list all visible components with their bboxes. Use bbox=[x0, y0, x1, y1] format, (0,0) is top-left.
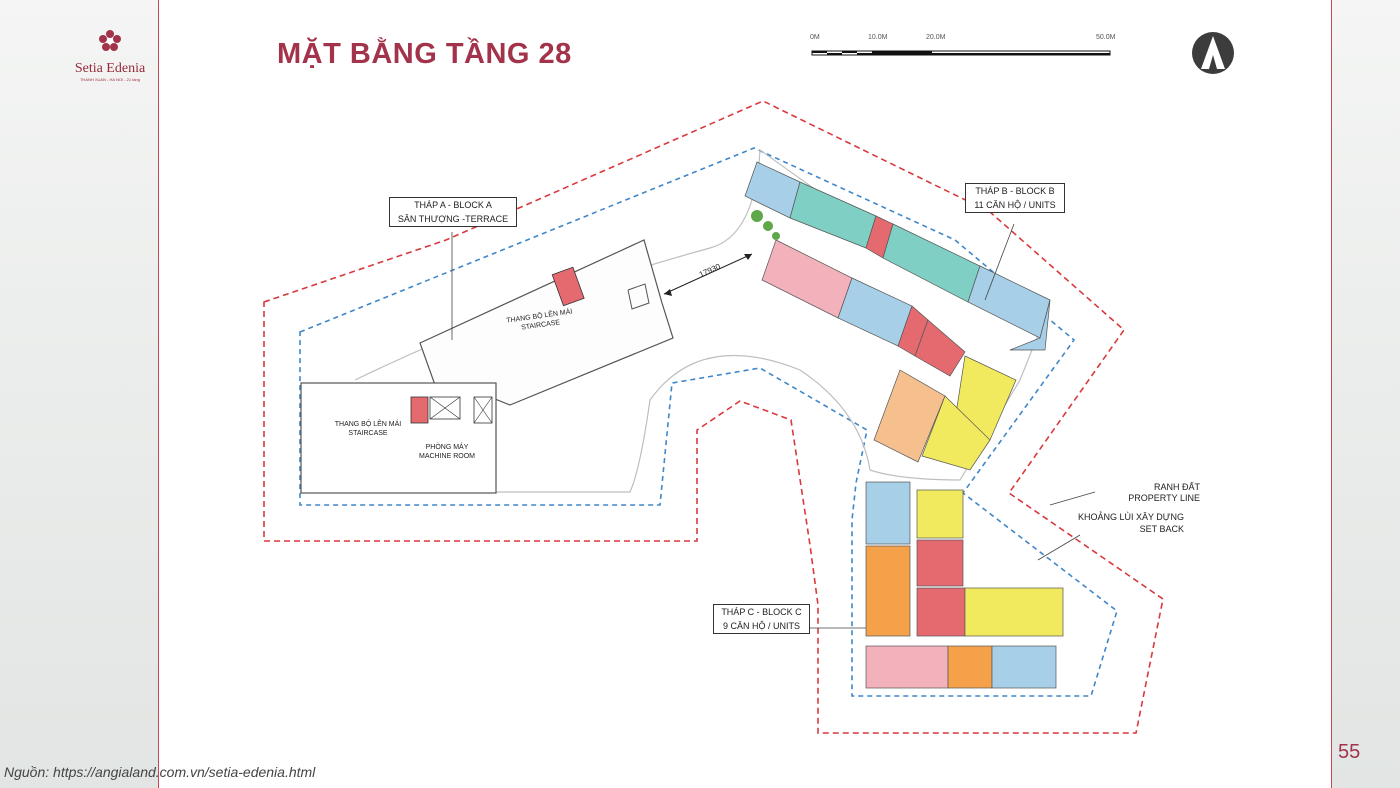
flower-icon bbox=[99, 30, 121, 51]
block-b-label: THÁP B - BLOCK B 11 CĂN HỘ / UNITS bbox=[965, 183, 1065, 213]
setback-en: SET BACK bbox=[1139, 524, 1184, 534]
setback-vi: KHOẢNG LÙI XÂY DỰNG bbox=[1077, 512, 1184, 522]
staircase-core bbox=[551, 266, 585, 307]
property-line-vi: RANH ĐẤT bbox=[1153, 482, 1200, 492]
staircase-core bbox=[410, 396, 429, 424]
dimension-line bbox=[663, 253, 753, 295]
block-b-label-line2: 11 CĂN HỘ / UNITS bbox=[974, 200, 1056, 210]
setback-label: KHOẢNG LÙI XÂY DỰNG SET BACK bbox=[1056, 510, 1184, 536]
staircase-left-en: STAIRCASE bbox=[348, 430, 388, 437]
left-border-line bbox=[158, 0, 159, 788]
block-c-label-line2: 9 CĂN HỘ / UNITS bbox=[722, 621, 800, 631]
block-a-label-line2: SÂN THƯỢNG -TERRACE bbox=[397, 214, 509, 224]
leader-line bbox=[1049, 491, 1096, 506]
block-a-lower bbox=[300, 382, 497, 494]
right-background-panel bbox=[1332, 0, 1400, 788]
right-border-line bbox=[1331, 0, 1332, 788]
logo-tagline: THANH XUAN - HA NOI - 21 tầng bbox=[79, 77, 140, 82]
property-line-boundary bbox=[263, 100, 1164, 734]
property-line-en: PROPERTY LINE bbox=[1128, 493, 1200, 503]
scale-label: 50.0M bbox=[1096, 34, 1116, 41]
logo-name: Setia Edenia bbox=[74, 61, 146, 76]
north-arrow-icon bbox=[1192, 32, 1234, 74]
left-background-panel bbox=[0, 0, 158, 788]
staircase-left-label: THANG BỘ LÊN MÁI STAIRCASE bbox=[326, 420, 410, 438]
leader-line bbox=[1037, 534, 1081, 561]
property-line-label: RANH ĐẤT PROPERTY LINE bbox=[1090, 480, 1200, 505]
block-a-label-line1: THÁP A - BLOCK A bbox=[414, 200, 492, 210]
block-a-label: THÁP A - BLOCK A SÂN THƯỢNG -TERRACE bbox=[389, 197, 517, 227]
machine-room-label: PHÒNG MÁY MACHINE ROOM bbox=[412, 443, 482, 461]
block-c-label: THÁP C - BLOCK C 9 CĂN HỘ / UNITS bbox=[713, 604, 810, 634]
brand-logo: Setia Edenia THANH XUAN - HA NOI - 21 tầ… bbox=[70, 28, 150, 82]
scale-bar-graphic bbox=[811, 50, 1111, 56]
machine-room-en: MACHINE ROOM bbox=[419, 453, 475, 460]
leader-line bbox=[984, 223, 1015, 301]
greenery bbox=[751, 210, 780, 240]
machine-room-vi: PHÒNG MÁY bbox=[425, 444, 469, 451]
page-title: MẶT BẰNG TẦNG 28 bbox=[277, 38, 572, 70]
scale-label: 20.0M bbox=[926, 34, 946, 41]
source-caption: Nguồn: https://angialand.com.vn/setia-ed… bbox=[4, 764, 316, 780]
staircase-left-vi: THANG BỘ LÊN MÁI bbox=[334, 421, 402, 428]
setback-boundary bbox=[299, 147, 1118, 697]
scale-label: 10.0M bbox=[868, 34, 888, 41]
block-c-label-line1: THÁP C - BLOCK C bbox=[721, 607, 802, 617]
page-number: 55 bbox=[1338, 741, 1361, 763]
block-c-units bbox=[865, 481, 1064, 689]
block-b-label-line1: THÁP B - BLOCK B bbox=[975, 186, 1055, 196]
scale-label: 0M bbox=[810, 34, 820, 41]
block-b-units bbox=[744, 161, 1051, 471]
